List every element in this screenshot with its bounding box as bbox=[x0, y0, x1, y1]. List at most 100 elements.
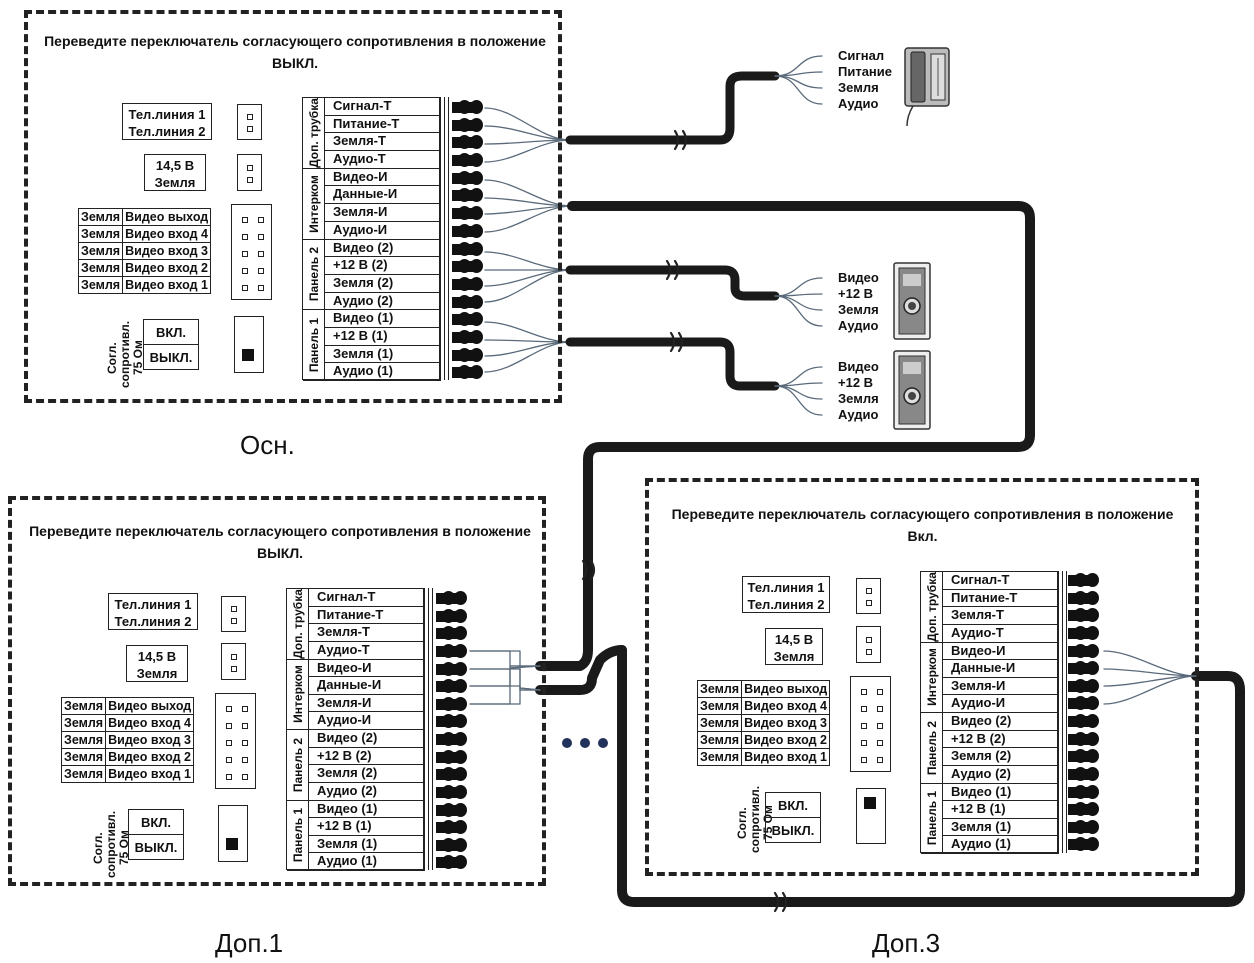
terminal-screw[interactable] bbox=[464, 153, 483, 168]
resistor-switch[interactable] bbox=[856, 788, 886, 844]
terminal-screw[interactable] bbox=[1080, 802, 1099, 817]
terminal-screw[interactable] bbox=[448, 661, 467, 676]
terminal-screw[interactable] bbox=[464, 241, 483, 256]
video-io-connector[interactable] bbox=[215, 693, 256, 789]
resistor-switch[interactable] bbox=[234, 316, 264, 373]
terminal-group-name: Панель 2 bbox=[290, 737, 305, 792]
terminal-row: Земля-Т bbox=[943, 607, 1059, 625]
terminal-screw[interactable] bbox=[1080, 766, 1099, 781]
terminal-screw[interactable] bbox=[448, 591, 467, 605]
power-connector[interactable] bbox=[856, 626, 881, 663]
terminal-screw[interactable] bbox=[448, 732, 467, 746]
terminal-group-1: Доп. трубка bbox=[303, 98, 325, 169]
terminal-bus-line bbox=[1066, 571, 1067, 853]
video-io-connector[interactable] bbox=[231, 204, 272, 300]
terminal-row: Аудио (1) bbox=[325, 363, 441, 381]
terminal-screw[interactable] bbox=[448, 767, 467, 782]
more-units-dot bbox=[598, 738, 608, 748]
terminal-screw[interactable] bbox=[448, 608, 467, 623]
terminal-group-name: Интерком bbox=[290, 665, 305, 724]
terminal-screw[interactable] bbox=[1080, 714, 1099, 728]
terminal-screw[interactable] bbox=[464, 206, 483, 221]
terminal-screw[interactable] bbox=[448, 696, 467, 711]
cable-break bbox=[581, 559, 596, 581]
resistor-switch[interactable] bbox=[218, 805, 248, 862]
terminal-screw[interactable] bbox=[1080, 784, 1099, 799]
handset-fan bbox=[774, 75, 823, 105]
terminal-screw[interactable] bbox=[464, 100, 483, 114]
switch-off-label: ВЫКЛ. bbox=[143, 344, 199, 370]
terminal-screw[interactable] bbox=[1080, 643, 1099, 658]
video-io-ground: Земля bbox=[77, 276, 124, 294]
terminal-screw[interactable] bbox=[464, 329, 483, 344]
terminal-screw[interactable] bbox=[448, 784, 467, 799]
video-io-name: Видео вход 4 bbox=[122, 225, 212, 243]
terminal-screw[interactable] bbox=[448, 802, 467, 817]
terminal-row: Сигнал-Т bbox=[943, 572, 1059, 590]
terminal-screw[interactable] bbox=[448, 749, 467, 764]
video-io-name: Видео выход bbox=[122, 208, 212, 226]
dop1-bus-wire bbox=[469, 687, 541, 705]
video-io-connector[interactable] bbox=[850, 676, 891, 772]
terminal-screw[interactable] bbox=[1080, 696, 1099, 711]
terminal-screw[interactable] bbox=[1080, 678, 1099, 693]
handset-cable bbox=[565, 71, 780, 145]
terminal-screw[interactable] bbox=[1080, 731, 1099, 746]
terminal-screw[interactable] bbox=[464, 223, 483, 238]
terminal-screw[interactable] bbox=[1080, 625, 1099, 640]
terminal-screw[interactable] bbox=[448, 714, 467, 729]
terminal-screw[interactable] bbox=[448, 626, 467, 641]
unit-frame bbox=[8, 496, 546, 886]
terminal-screw[interactable] bbox=[1080, 749, 1099, 764]
terminal-row: Аудио (2) bbox=[309, 783, 425, 801]
terminal-screw[interactable] bbox=[1080, 661, 1099, 676]
terminal-group-2: Интерком bbox=[303, 168, 325, 240]
terminal-row: Сигнал-Т bbox=[309, 589, 425, 607]
video-io-name: Видео выход bbox=[741, 680, 831, 698]
terminal-group-4: Панель 1 bbox=[303, 310, 325, 381]
tel-lines-connector[interactable] bbox=[856, 578, 881, 614]
terminal-row: Видео (2) bbox=[325, 240, 441, 258]
tel-lines-connector[interactable] bbox=[221, 596, 246, 632]
video-io-ground: Земля bbox=[77, 259, 124, 277]
terminal-screw[interactable] bbox=[448, 643, 467, 658]
intercom-bus-cable bbox=[535, 201, 1035, 671]
terminal-screw[interactable] bbox=[448, 679, 467, 694]
terminal-screw[interactable] bbox=[464, 312, 483, 327]
terminal-group-name: Панель 1 bbox=[306, 318, 321, 373]
power-connector[interactable] bbox=[221, 643, 246, 680]
terminal-row: Видео (1) bbox=[309, 801, 425, 819]
terminal-screw[interactable] bbox=[1080, 573, 1099, 587]
terminal-row: Аудио (2) bbox=[325, 293, 441, 311]
terminal-row: Сигнал-Т bbox=[325, 98, 441, 116]
terminal-screw[interactable] bbox=[464, 294, 483, 309]
tel-lines-connector[interactable] bbox=[237, 104, 262, 140]
terminal-group-name: Панель 2 bbox=[924, 720, 939, 775]
terminal-screw[interactable] bbox=[448, 837, 467, 852]
terminal-screw[interactable] bbox=[448, 855, 467, 870]
switch-off-label: ВЫКЛ. bbox=[128, 834, 184, 860]
terminal-screw[interactable] bbox=[464, 135, 483, 150]
power-connector[interactable] bbox=[237, 154, 262, 191]
terminal-screw[interactable] bbox=[464, 365, 483, 380]
terminal-screw[interactable] bbox=[1080, 608, 1099, 623]
terminal-row: Видео-И bbox=[309, 660, 425, 678]
resistor-switch-labels: ВКЛ.ВЫКЛ. bbox=[128, 809, 184, 860]
terminal-screw[interactable] bbox=[448, 820, 467, 835]
panel-1-fan bbox=[774, 385, 823, 400]
terminal-screw[interactable] bbox=[464, 276, 483, 291]
terminal-screw[interactable] bbox=[464, 188, 483, 203]
terminal-screw[interactable] bbox=[464, 347, 483, 362]
terminal-screw[interactable] bbox=[1080, 590, 1099, 605]
terminal-screw[interactable] bbox=[464, 170, 483, 185]
terminal-group-name: Панель 1 bbox=[290, 808, 305, 863]
terminal-screw[interactable] bbox=[464, 259, 483, 274]
terminal-screw[interactable] bbox=[1080, 837, 1099, 852]
caption-dop3: Доп.3 bbox=[872, 928, 941, 958]
terminal-screw[interactable] bbox=[464, 117, 483, 132]
terminal-screw[interactable] bbox=[1080, 819, 1099, 834]
more-units-dot bbox=[562, 738, 572, 748]
